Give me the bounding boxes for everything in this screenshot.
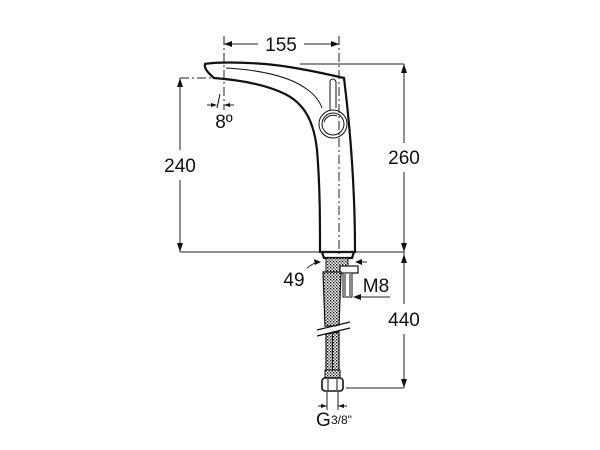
dim-label-8-degrees: 8º <box>215 112 233 133</box>
dim-label-155: 155 <box>265 35 297 56</box>
dimension-hose-connection: G 3/8" <box>316 392 352 431</box>
dim-label-49: 49 <box>283 270 304 291</box>
dimension-hose-length: 440 <box>346 251 420 389</box>
dimension-stud-thread: M8 <box>353 276 390 300</box>
faucet-body <box>203 61 357 260</box>
dim-label-260: 260 <box>388 148 420 169</box>
dimension-outlet-height: 240 <box>164 78 196 252</box>
dim-label-440: 440 <box>388 310 420 331</box>
dimension-base-diameter: 49 <box>283 259 367 291</box>
dim-label-240: 240 <box>164 156 196 177</box>
dimension-spout-reach: 155 <box>224 35 339 56</box>
dim-label-m8: M8 <box>363 276 389 297</box>
dimension-spout-angle: 8º <box>207 93 234 133</box>
dim-label-g-main: G <box>316 410 331 431</box>
hose-assembly <box>316 257 359 392</box>
dimension-total-height: 260 <box>300 63 420 252</box>
dim-label-g-fraction: 3/8" <box>331 413 352 427</box>
